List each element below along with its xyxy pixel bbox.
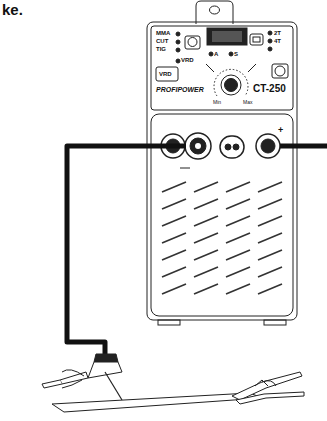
vent-slot <box>258 267 282 277</box>
mode-button <box>185 36 200 49</box>
workpiece <box>52 393 262 412</box>
vent-slot <box>194 284 218 294</box>
vent-slot <box>162 233 186 243</box>
vent-slot <box>226 233 250 243</box>
handle <box>196 1 233 24</box>
ground-cable <box>280 144 327 149</box>
vent-slot <box>162 267 186 277</box>
vent-slot <box>226 199 250 209</box>
button-label: VRD <box>159 71 172 77</box>
scale-label: Max <box>243 100 252 105</box>
vent-slot <box>258 199 282 209</box>
vent-slot <box>258 216 282 226</box>
control-panel <box>151 26 293 110</box>
vent-slot <box>194 267 218 277</box>
vent-slot <box>226 267 250 277</box>
vent-slot <box>194 250 218 260</box>
vent-slot <box>162 284 186 294</box>
vent-slot <box>162 250 186 260</box>
ground-clamp <box>232 372 304 404</box>
vent-slot <box>226 284 250 294</box>
parameter-button <box>272 64 288 78</box>
vent-slot <box>162 216 186 226</box>
vent-slot <box>162 182 186 192</box>
socket <box>185 133 211 159</box>
vent-slot <box>226 216 250 226</box>
vent-slot <box>226 182 250 192</box>
heading-fragment: ke. <box>2 2 23 17</box>
vent-slot <box>194 233 218 243</box>
indicator-label: A <box>214 51 218 57</box>
socket <box>256 134 280 158</box>
vent-slot <box>162 199 186 209</box>
knob <box>221 75 241 95</box>
indicator-label: VRD <box>181 57 194 63</box>
polarity-sign: + <box>278 126 283 135</box>
trigger-label: 4T <box>274 38 281 44</box>
mode-label: CUT <box>156 38 168 44</box>
vent-slot <box>194 199 218 209</box>
model-name: CT-250 <box>253 84 286 94</box>
indicator-label: S <box>234 51 238 57</box>
trigger-label: 2T <box>274 30 281 36</box>
vent-slot <box>226 250 250 260</box>
brand-name: PROFIPOWER <box>156 86 204 93</box>
electrode-cable <box>67 146 186 356</box>
trigger-button <box>250 34 263 45</box>
vent-slot <box>194 182 218 192</box>
mode-label: MMA <box>156 30 170 36</box>
vent-slot <box>258 250 282 260</box>
vent-slot <box>258 284 282 294</box>
housing <box>147 22 297 320</box>
vent-slot <box>258 233 282 243</box>
display <box>207 28 247 45</box>
vent-slot <box>194 216 218 226</box>
scale-label: Min <box>213 100 221 105</box>
electrode-holder <box>42 354 122 400</box>
vent-slot <box>258 182 282 192</box>
mode-label: TIG <box>156 46 166 52</box>
gas-socket <box>220 136 244 158</box>
vrd-button <box>156 67 178 81</box>
handle-hole <box>210 6 220 14</box>
